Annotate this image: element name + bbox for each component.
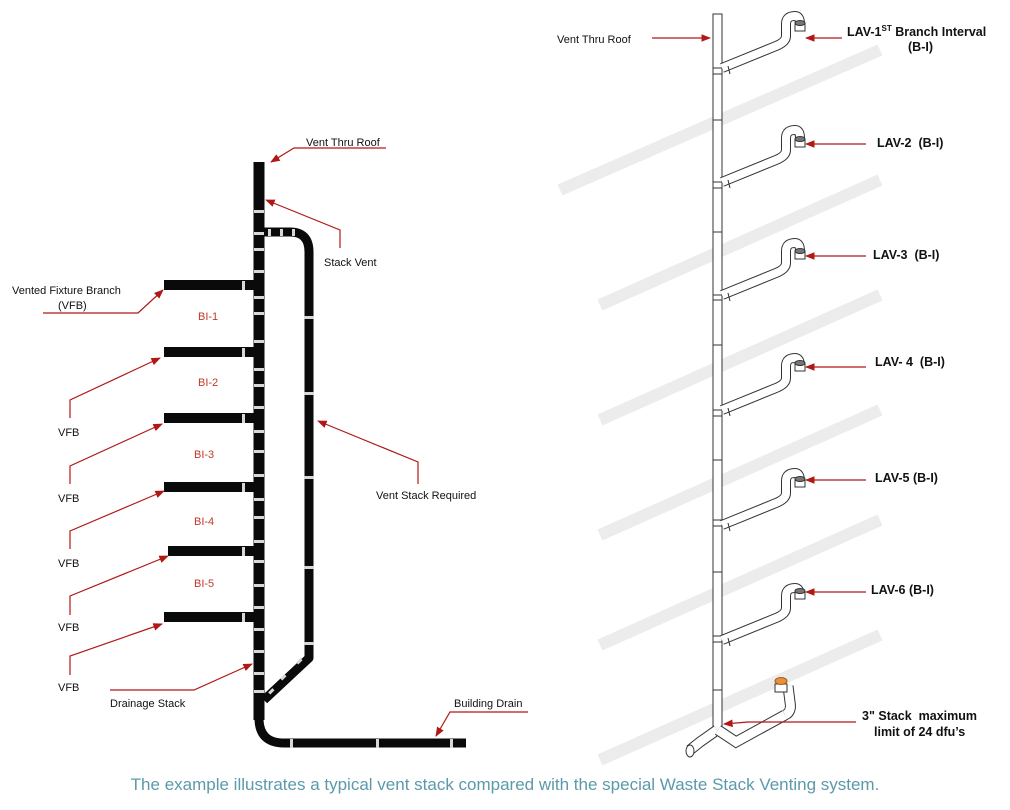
label-vfb: VFB: [58, 493, 79, 505]
label-lav-3: LAV-3 (B-I): [873, 248, 939, 262]
coupling: [254, 628, 264, 631]
label-branch-interval: BI-3: [194, 449, 214, 461]
coupling: [254, 516, 264, 519]
lav-branch: [720, 583, 806, 647]
pipe-couplings: [242, 210, 453, 748]
coupling: [450, 739, 453, 748]
label-vfb: VFB: [58, 682, 79, 694]
coupling: [242, 547, 245, 556]
coupling: [304, 392, 314, 395]
label-branch-interval: BI-1: [198, 311, 218, 323]
lav-branch: [720, 468, 806, 532]
label-lav-1: LAV-1ST Branch Interval: [847, 24, 986, 39]
coupling: [254, 270, 264, 273]
lav-branch: [720, 238, 806, 302]
label-branch-interval: BI-2: [198, 377, 218, 389]
coupling: [304, 642, 314, 645]
label-lav-6: LAV-6 (B-I): [871, 583, 934, 597]
coupling: [280, 229, 283, 236]
coupling: [254, 340, 264, 343]
label-vent-thru-roof-right: Vent Thru Roof: [557, 34, 632, 46]
lav-branches: [720, 11, 806, 647]
coupling: [268, 688, 275, 695]
fixture-branches: [164, 280, 258, 622]
coupling: [268, 229, 271, 236]
waste-stack-tube: [712, 13, 723, 735]
coupling: [254, 540, 264, 543]
coupling: [254, 368, 264, 371]
label-branch-interval: BI-4: [194, 516, 214, 528]
figure-caption: The example illustrates a typical vent s…: [130, 775, 880, 794]
coupling: [254, 248, 264, 251]
coupling: [254, 296, 264, 299]
coupling: [242, 281, 245, 290]
coupling: [296, 658, 303, 665]
label-stack-limit: 3" Stack maximum: [862, 709, 977, 723]
coupling: [376, 739, 379, 748]
coupling: [304, 476, 314, 479]
label-vent-thru-roof-left: Vent Thru Roof: [306, 137, 381, 149]
label-stack-limit-2: limit of 24 dfu’s: [874, 725, 965, 739]
label-vent-stack-required: Vent Stack Required: [376, 490, 476, 502]
lav-branch: [720, 125, 806, 189]
coupling: [254, 384, 264, 387]
coupling: [242, 348, 245, 357]
venting-diagram: Vent Thru Roof Stack Vent Vented Fixture…: [12, 11, 986, 766]
coupling: [254, 584, 264, 587]
coupling: [242, 613, 245, 622]
coupling: [254, 450, 264, 453]
coupling: [292, 229, 295, 236]
coupling: [304, 316, 314, 319]
coupling: [254, 430, 264, 433]
coupling: [254, 560, 264, 563]
coupling: [254, 498, 264, 501]
label-vfb-abbrev: (VFB): [58, 300, 87, 312]
coupling: [254, 690, 264, 693]
label-lav-2: LAV-2 (B-I): [877, 136, 943, 150]
label-lav-5: LAV-5 (B-I): [875, 471, 938, 485]
coupling: [290, 739, 293, 748]
label-building-drain: Building Drain: [454, 698, 522, 710]
right-diagram: Vent Thru Roof LAV-1ST Branch Interval (…: [557, 11, 986, 766]
coupling: [254, 650, 264, 653]
coupling: [254, 606, 264, 609]
label-branch-interval: BI-5: [194, 578, 214, 590]
vent-stack-pipe: [260, 227, 314, 704]
drainage-stack-pipe: [253, 162, 466, 748]
coupling: [254, 474, 264, 477]
lav-branch: [720, 353, 806, 417]
label-drainage-stack: Drainage Stack: [110, 698, 186, 710]
coupling: [254, 406, 264, 409]
coupling: [280, 674, 287, 681]
left-diagram: Vent Thru Roof Stack Vent Vented Fixture…: [12, 137, 528, 748]
coupling: [254, 672, 264, 675]
label-stack-vent: Stack Vent: [324, 257, 377, 269]
label-lav-1-bi: (B-I): [908, 40, 933, 54]
right-leaders: [652, 34, 866, 728]
label-vfb: VFB: [58, 622, 79, 634]
coupling: [304, 566, 314, 569]
stack-base-fitting: [685, 677, 796, 758]
label-vented-fixture-branch: Vented Fixture Branch: [12, 285, 121, 297]
coupling: [242, 483, 245, 492]
coupling: [254, 232, 264, 235]
label-lav-4: LAV- 4 (B-I): [875, 355, 945, 369]
label-vfb: VFB: [58, 558, 79, 570]
coupling: [254, 312, 264, 315]
label-vfb: VFB: [58, 427, 79, 439]
left-leaders: [43, 147, 528, 737]
coupling: [254, 210, 264, 213]
coupling: [242, 414, 245, 423]
lav-branch: [720, 11, 806, 75]
